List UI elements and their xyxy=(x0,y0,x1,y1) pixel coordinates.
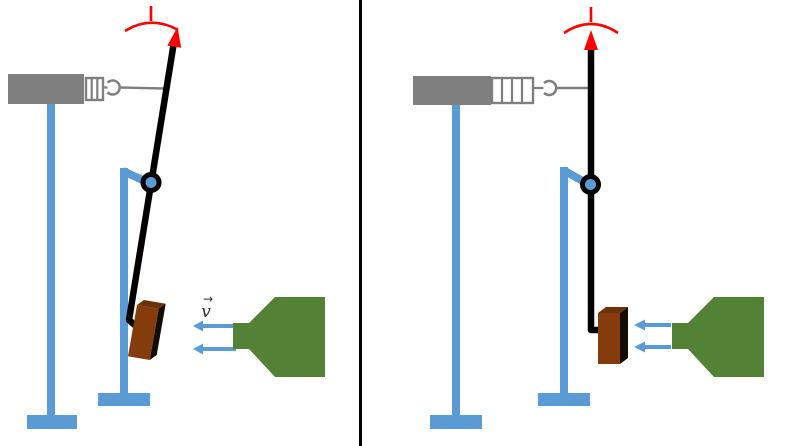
left-air-nozzle xyxy=(233,297,325,377)
panel-divider xyxy=(359,0,362,446)
right-pivot-stand-base xyxy=(538,393,590,406)
airflow-arrowhead-icon xyxy=(193,320,203,332)
panel-left: v → xyxy=(8,6,325,429)
airflow-arrowhead-icon xyxy=(193,343,203,355)
right-block-front-face xyxy=(598,313,620,364)
right-hook-icon xyxy=(543,79,558,97)
right-air-nozzle xyxy=(672,297,764,377)
right-pivot-stand-pole xyxy=(560,167,568,405)
right-block-side-face xyxy=(620,307,628,364)
right-pivot-joint xyxy=(580,174,601,195)
airflow-arrowhead-icon xyxy=(634,319,645,331)
left-spring-gauge xyxy=(84,76,105,102)
left-block-front-face xyxy=(128,305,159,360)
left-hook-icon xyxy=(106,79,121,96)
left-motor-body xyxy=(8,74,84,104)
vector-arrow-icon: → xyxy=(203,292,213,306)
left-pivot-joint xyxy=(140,172,162,193)
right-motor-body xyxy=(413,76,491,105)
left-target-block xyxy=(128,300,166,360)
right-gauge-stand-pole xyxy=(452,105,460,418)
left-gauge-stand-base xyxy=(27,415,77,429)
airflow-arrowhead-icon xyxy=(634,341,645,353)
left-block-side-face xyxy=(149,303,166,360)
right-airflow-arrow xyxy=(634,319,671,331)
left-block-top-face xyxy=(137,300,166,309)
right-dial-arc xyxy=(563,22,619,35)
left-pivot-stand-pole xyxy=(120,168,128,405)
right-pendulum-rod xyxy=(587,42,598,334)
left-pointer-arrowhead-icon xyxy=(167,27,182,48)
velocity-label: v xyxy=(201,302,211,322)
right-gauge-stand-base xyxy=(430,415,482,429)
left-string xyxy=(119,86,167,90)
right-block-top-face xyxy=(598,307,628,313)
right-airflow-arrow xyxy=(634,341,671,353)
left-airflow-arrow xyxy=(193,320,236,332)
right-target-block xyxy=(598,307,628,364)
left-dial-arc xyxy=(124,21,179,33)
right-pointer-arrowhead-icon xyxy=(584,30,598,50)
left-pivot-stand-base xyxy=(98,393,150,406)
left-gauge-stand-pole xyxy=(47,104,55,418)
panel-right xyxy=(413,7,764,429)
left-airflow-arrow xyxy=(193,343,236,355)
